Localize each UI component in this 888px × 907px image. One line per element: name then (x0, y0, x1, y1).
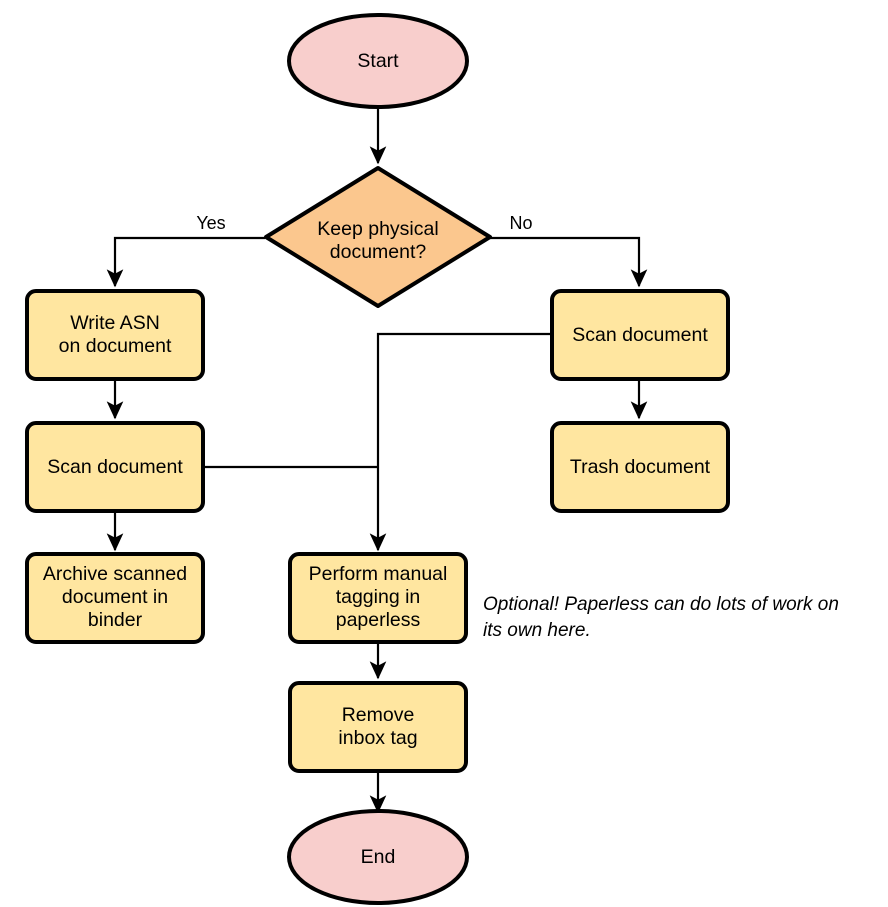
node-scan-document-right[interactable]: Scan document (550, 289, 730, 381)
decision-label-line2: document? (330, 241, 427, 263)
archive-box (25, 552, 205, 644)
trash-document-box (550, 421, 730, 513)
start-label: Start (357, 50, 399, 72)
remove-inbox-tag-box (288, 681, 468, 773)
end-ellipse (287, 809, 469, 905)
node-start[interactable]: Start (287, 13, 469, 109)
connector-decision-no-to-scan-right (490, 236, 648, 288)
write-asn-label-line1: Write ASN (70, 312, 160, 334)
end-label: End (361, 846, 396, 868)
note-line2: its own here. (483, 620, 591, 641)
node-remove-inbox-tag[interactable]: Remove inbox tag (288, 681, 468, 773)
connector-decision-yes-to-write-asn (106, 236, 265, 288)
annotation-note: Optional! Paperless can do lots of work … (483, 594, 839, 641)
connector-scan-right-to-tagging (369, 332, 553, 552)
start-ellipse (287, 13, 469, 109)
archive-label-line3: binder (88, 609, 143, 631)
trash-document-label: Trash document (570, 456, 711, 478)
remove-inbox-label-line2: inbox tag (338, 727, 417, 749)
write-asn-label-line2: on document (59, 335, 172, 357)
tagging-label-line2: tagging in (336, 586, 421, 608)
tagging-box (288, 552, 468, 644)
tagging-label-line1: Perform manual (309, 563, 448, 585)
node-archive-scanned-document[interactable]: Archive scanned document in binder (25, 552, 205, 644)
node-decision-keep-physical-document[interactable]: Keep physical document? (264, 166, 492, 308)
decision-diamond (264, 166, 492, 308)
node-write-asn[interactable]: Write ASN on document (25, 289, 205, 381)
node-scan-document-left[interactable]: Scan document (25, 421, 205, 513)
note-line1: Optional! Paperless can do lots of work … (483, 594, 839, 615)
remove-inbox-label-line1: Remove (342, 704, 415, 726)
tagging-label-line3: paperless (336, 609, 421, 631)
connectors-layer (106, 100, 648, 814)
node-trash-document[interactable]: Trash document (550, 421, 730, 513)
node-perform-manual-tagging[interactable]: Perform manual tagging in paperless (288, 552, 468, 644)
scan-document-right-box (550, 289, 730, 381)
decision-label-line1: Keep physical (317, 218, 438, 240)
edge-label-no: No (509, 213, 532, 233)
archive-label-line2: document in (62, 586, 168, 608)
edge-label-yes: Yes (196, 213, 225, 233)
node-end[interactable]: End (287, 809, 469, 905)
scan-document-left-label: Scan document (47, 456, 183, 478)
scan-document-left-box (25, 421, 205, 513)
scan-document-right-label: Scan document (572, 324, 708, 346)
archive-label-line1: Archive scanned (43, 563, 187, 585)
write-asn-box (25, 289, 205, 381)
